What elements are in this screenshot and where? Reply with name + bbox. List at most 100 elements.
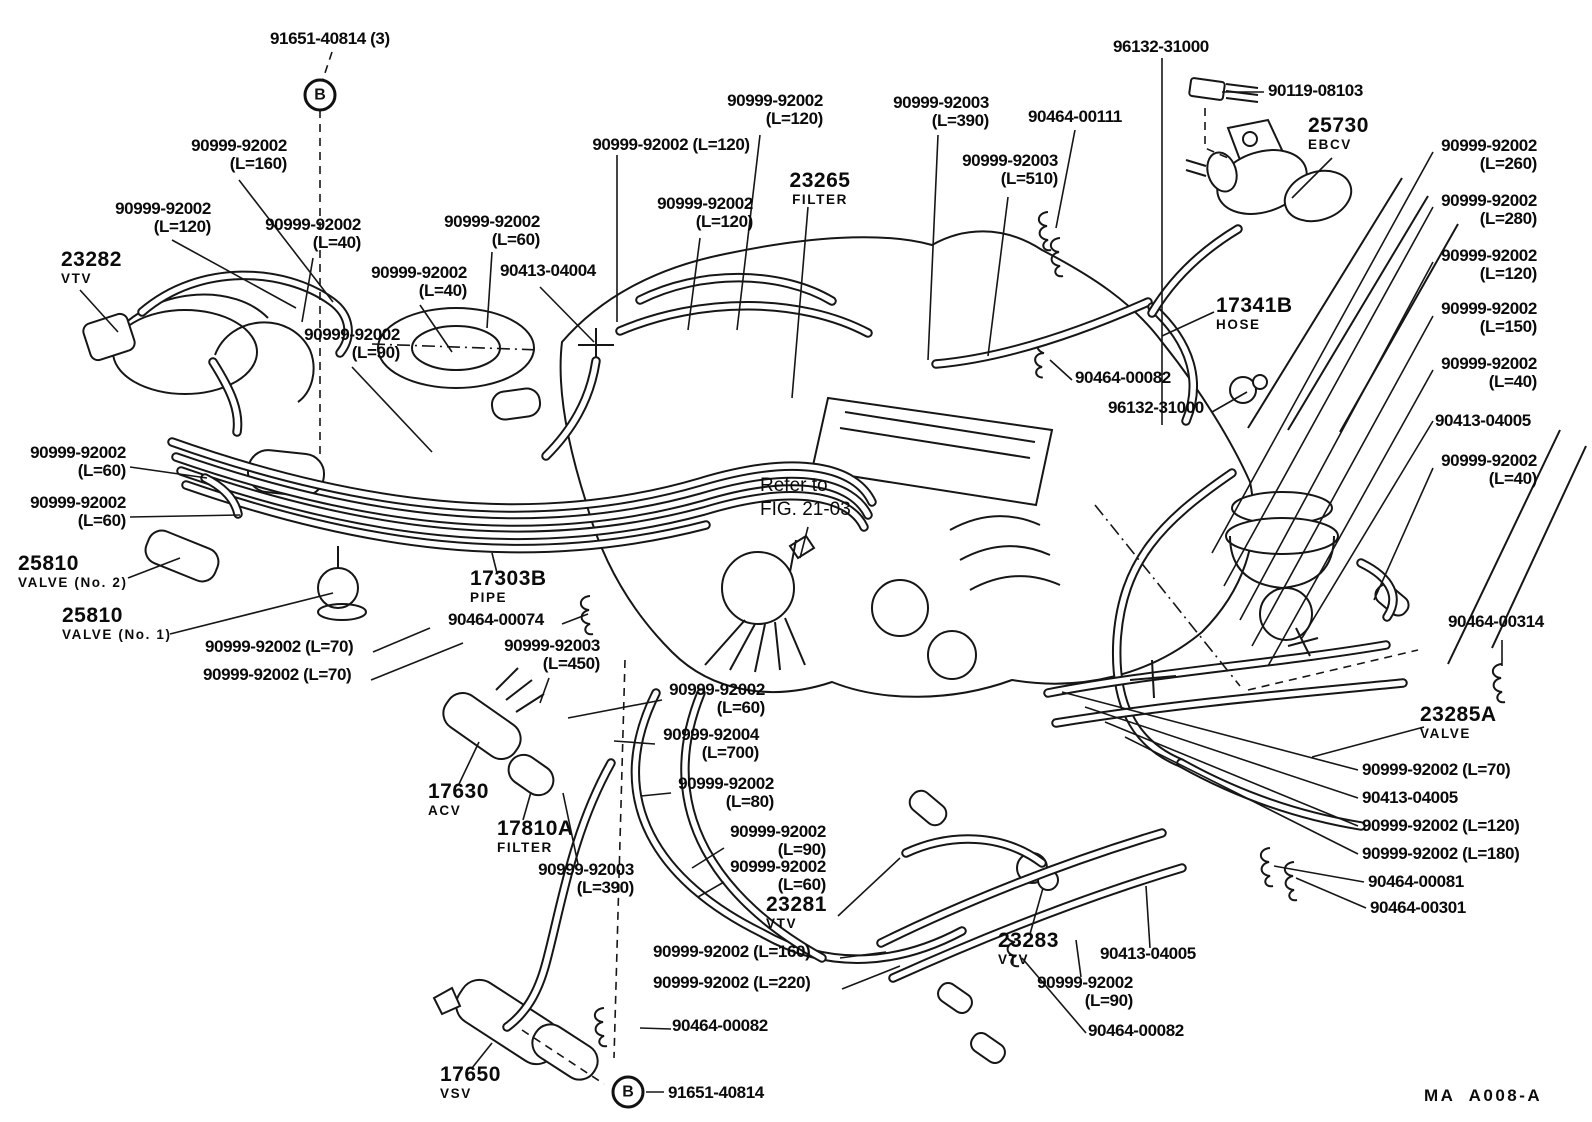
label-line: FIG. 21-03 xyxy=(760,498,851,520)
label-line: (L=90) xyxy=(777,840,827,860)
label-line: 90999-92003 xyxy=(893,93,989,112)
label-subtext: VSV xyxy=(440,1085,472,1101)
label-line: (L=60) xyxy=(491,230,541,250)
part-label-clip-90464-00082-b: 90464-00082 xyxy=(672,1016,768,1035)
label-subtext: ACV xyxy=(428,802,462,818)
label-line: (L=120) xyxy=(1479,264,1538,284)
part-label-hose-l510: 90999-92003(L=510) xyxy=(962,151,1059,189)
label-line: (L=120) xyxy=(765,109,824,129)
label-line: 90464-00314 xyxy=(1448,612,1544,631)
part-label-valve-96132-b: 96132-31000 xyxy=(1108,398,1204,417)
label-line: 90999-92002 (L=160) xyxy=(653,942,811,961)
label-subtext: VALVE (No. 1) xyxy=(62,626,172,642)
label-line: (L=260) xyxy=(1479,154,1538,174)
part-label-clip-90464-00111: 90464-00111 xyxy=(1028,107,1122,126)
label-line: (L=450) xyxy=(542,654,601,674)
part-label-hose-l90-c: 90999-92002(L=90) xyxy=(1037,973,1134,1011)
part-label-valve-90413-04005-b: 90413-04005 xyxy=(1100,944,1196,963)
part-label-hose-l390-a: 90999-92003(L=390) xyxy=(893,93,990,131)
label-line: (L=120) xyxy=(695,212,754,232)
part-label-clip-90464-00074: 90464-00074 xyxy=(448,610,544,629)
label-line: 17303B xyxy=(470,567,547,590)
label-line: 90999-92002 xyxy=(115,199,211,218)
part-label-hose-l40-a: 90999-92002(L=40) xyxy=(265,215,361,253)
label-line: (L=60) xyxy=(716,698,766,718)
part-label-hose-l180: 90999-92002 (L=180) xyxy=(1362,844,1520,863)
label-line: 90413-04005 xyxy=(1362,788,1458,807)
part-label-hose-l70-b: 90999-92002 (L=70) xyxy=(203,665,352,684)
label-line: 90999-92002 xyxy=(1441,136,1537,155)
label-line: 17630 xyxy=(428,780,489,803)
label-line: (L=390) xyxy=(576,878,635,898)
part-label-hose-l60-a: 90999-92002(L=60) xyxy=(444,212,541,250)
part-label-hose-l260: 90999-92002(L=260) xyxy=(1441,136,1538,174)
label-subtext: VALVE xyxy=(1420,725,1472,741)
label-line: 90999-92002 xyxy=(669,680,765,699)
label-line: 90999-92002 xyxy=(30,443,126,462)
label-line: 90999-92003 xyxy=(962,151,1058,170)
part-label-hose-l60-c: 90999-92002(L=60) xyxy=(30,493,126,531)
label-line: (L=80) xyxy=(725,792,775,812)
label-line: 90999-92002 xyxy=(678,774,774,793)
label-subtext: VTV xyxy=(61,270,93,286)
label-line: 25730 xyxy=(1308,114,1369,137)
part-label-hose-l120-e: 90999-92002(L=120) xyxy=(1441,246,1538,284)
part-label-hose-l120-c: 90999-92002(L=120) xyxy=(727,91,824,129)
label-line: 90999-92002 (L=180) xyxy=(1362,844,1520,863)
label-subtext: FILTER xyxy=(792,191,848,207)
bolt-ref-circle: B xyxy=(303,78,337,112)
label-line: (L=40) xyxy=(1488,372,1538,392)
part-label-hose-l280: 90999-92002(L=280) xyxy=(1441,191,1538,229)
label-line: 90999-92002 xyxy=(1441,451,1537,470)
label-line: 90999-92002 xyxy=(371,263,467,282)
label-line: (L=90) xyxy=(351,343,401,363)
label-line: (L=90) xyxy=(1084,991,1134,1011)
part-label-hose-l60-b: 90999-92002(L=60) xyxy=(30,443,126,481)
label-line: 90999-92002 xyxy=(727,91,823,110)
label-line: Refer to xyxy=(760,475,828,496)
label-line: 90413-04005 xyxy=(1100,944,1196,963)
part-label-hose-l120-a: 90999-92002(L=120) xyxy=(115,199,211,237)
label-line: 90999-92002 xyxy=(1441,246,1537,265)
part-label-hose-l160-b: 90999-92002 (L=160) xyxy=(653,942,811,961)
label-line: 23283 xyxy=(998,929,1059,952)
label-line: 91651-40814 (3) xyxy=(270,29,390,48)
label-line: 90464-00082 xyxy=(672,1016,768,1035)
label-line: 90464-00082 xyxy=(1088,1021,1184,1040)
label-line: 91651-40814 xyxy=(668,1083,764,1102)
label-line: 90999-92002 xyxy=(304,325,400,344)
part-label-hose-l120-b: 90999-92002 (L=120) xyxy=(592,135,750,154)
part-label-hose-l90-b: 90999-92002(L=90) xyxy=(730,822,827,860)
label-line: 90999-92002 (L=70) xyxy=(203,665,352,684)
label-subtext: EBCV xyxy=(1308,136,1352,152)
label-line: 23281 xyxy=(766,893,827,916)
label-line: 17810A xyxy=(497,817,574,840)
label-line: (L=280) xyxy=(1479,209,1538,229)
label-line: 90999-92002 xyxy=(1441,354,1537,373)
label-line: 90999-92002 xyxy=(30,493,126,512)
label-subtext: VTV xyxy=(998,951,1030,967)
part-label-hose-l40-c: 90999-92002(L=40) xyxy=(1441,354,1538,392)
label-subtext: HOSE xyxy=(1216,316,1261,332)
label-line: (L=390) xyxy=(931,111,990,131)
label-line: 90413-04004 xyxy=(500,261,596,280)
label-line: 23282 xyxy=(61,248,122,271)
label-line: 23285A xyxy=(1420,703,1497,726)
label-line: 90999-92002 xyxy=(1037,973,1133,992)
label-line: 90413-04005 xyxy=(1435,411,1531,430)
label-line: (L=60) xyxy=(777,875,827,895)
label-line: (L=510) xyxy=(1000,169,1059,189)
label-line: 17341B xyxy=(1216,294,1293,317)
label-line: 90464-00111 xyxy=(1028,107,1122,126)
label-subtext: FILTER xyxy=(497,839,553,855)
hoses xyxy=(142,229,1403,1027)
label-line: 96132-31000 xyxy=(1108,398,1204,417)
